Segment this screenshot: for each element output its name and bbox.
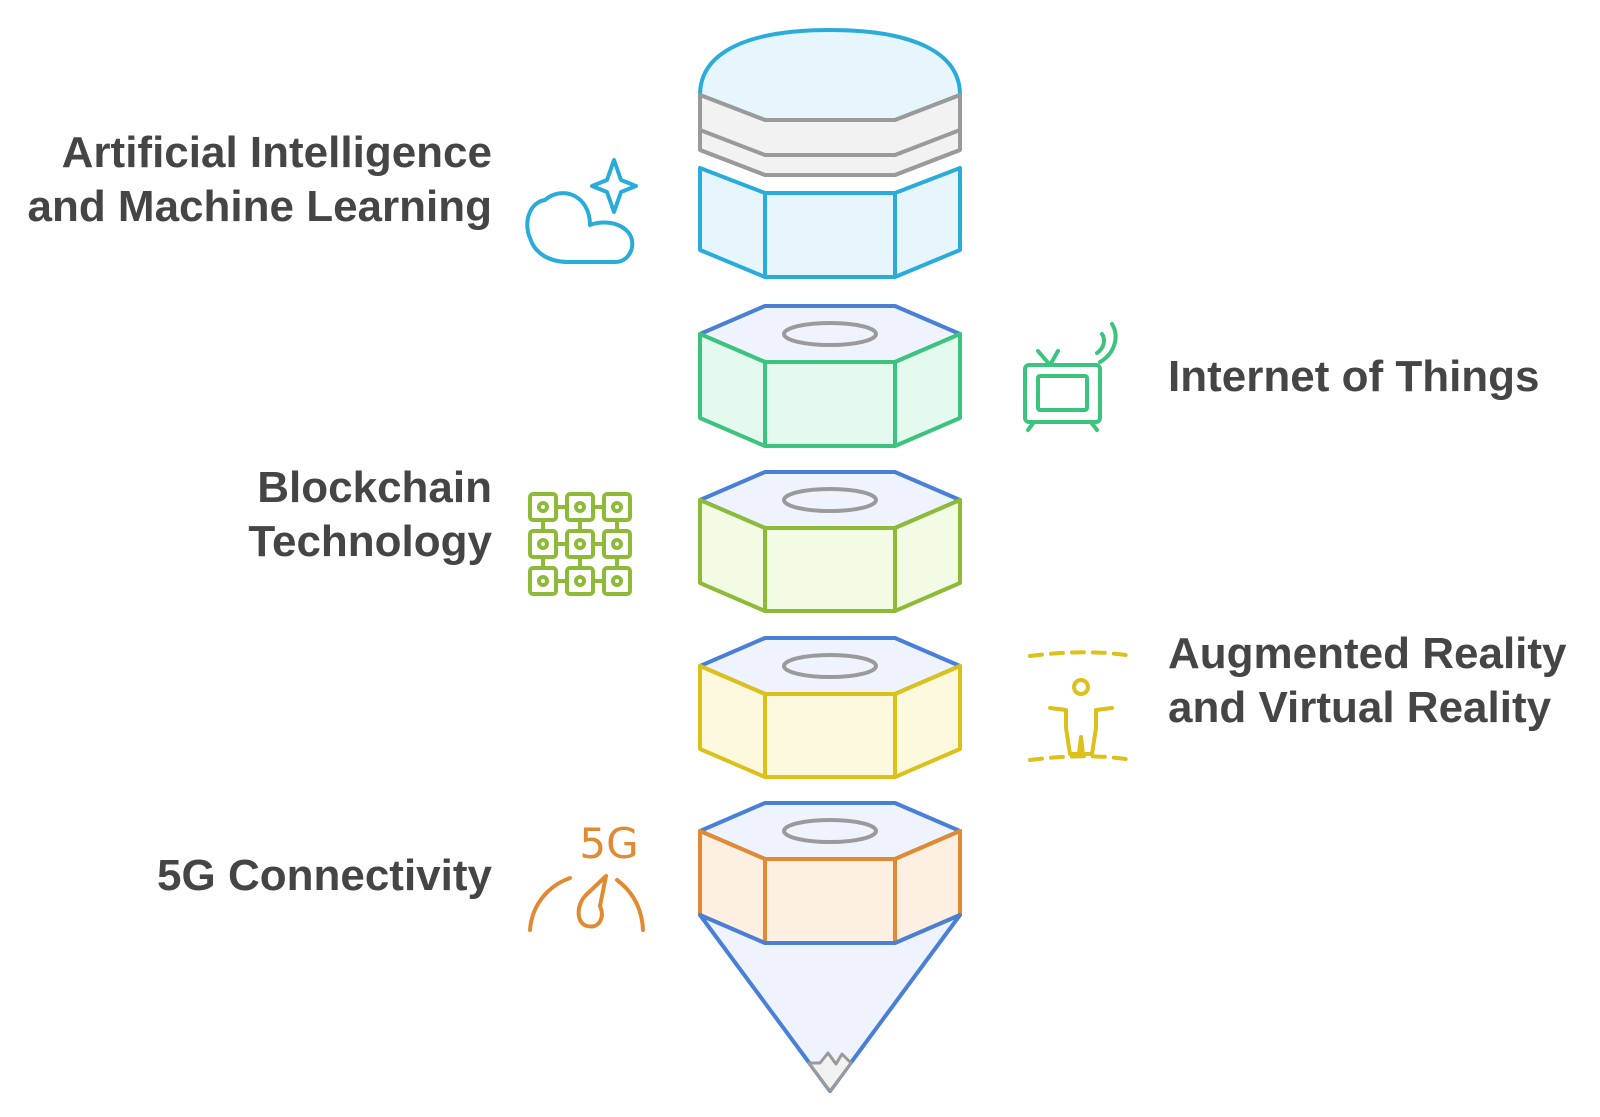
- label-5g-line-1: 5G Connectivity: [157, 851, 492, 900]
- ai-layer-block: [698, 28, 962, 279]
- label-augmented-virtual-reality: Augmented Reality and Virtual Reality: [1168, 627, 1567, 735]
- label-ai-line-2: and Machine Learning: [27, 182, 492, 231]
- iot-top-ring: [782, 321, 878, 347]
- smart-tv-icon: [1023, 322, 1118, 432]
- block-grid-icon: [528, 492, 632, 596]
- label-blockchain-line-1: Blockchain: [257, 463, 492, 512]
- label-blockchain-technology: Blockchain Technology: [248, 461, 492, 569]
- 5g-icon-text: 5G: [579, 819, 638, 868]
- label-ar-line-2: and Virtual Reality: [1168, 683, 1552, 732]
- label-ar-line-1: Augmented Reality: [1168, 629, 1567, 678]
- label-artificial-intelligence: Artificial Intelligence and Machine Lear…: [27, 126, 492, 234]
- label-ai-line-1: Artificial Intelligence: [61, 128, 492, 177]
- 5g-layer-block: [698, 801, 962, 945]
- ar-top-ring: [782, 653, 878, 679]
- label-5g-connectivity: 5G Connectivity: [157, 849, 492, 903]
- person-reality-icon: [1028, 650, 1135, 762]
- 5g-top-ring: [782, 818, 878, 844]
- speedometer-5g-icon: 5G: [528, 819, 645, 932]
- label-internet-of-things: Internet of Things: [1168, 350, 1540, 404]
- ar-layer-block: [698, 636, 962, 779]
- ai-stripe-line-1: [699, 128, 961, 157]
- pencil-tip: [698, 913, 962, 1093]
- blockchain-top-ring: [782, 487, 878, 513]
- ai-front-band: [698, 166, 962, 279]
- cloud-sparkle-icon: [525, 158, 638, 264]
- iot-layer-block: [698, 304, 962, 448]
- ai-band-dividers: [763, 193, 897, 277]
- ai-dome-top: [698, 28, 962, 122]
- label-blockchain-line-2: Technology: [248, 517, 492, 566]
- ai-stripe-line-2: [699, 148, 961, 177]
- label-iot-line-1: Internet of Things: [1168, 352, 1540, 401]
- blockchain-layer-block: [698, 470, 962, 613]
